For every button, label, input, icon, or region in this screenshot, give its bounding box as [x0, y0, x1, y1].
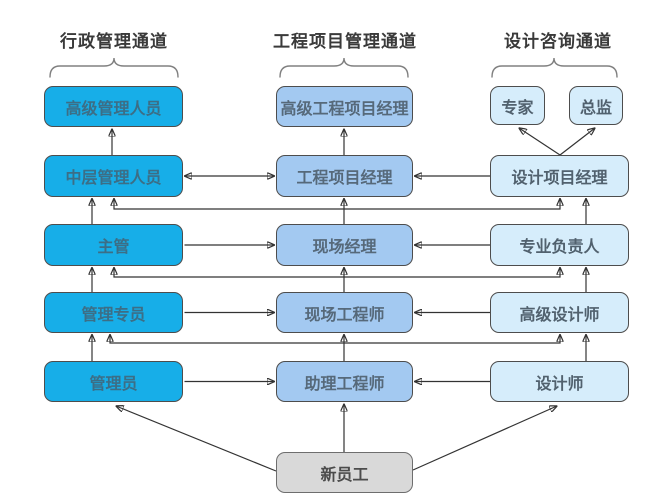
node-director: 总监 [569, 86, 623, 125]
node-middle-management: 中层管理人员 [44, 155, 183, 197]
node-designer: 设计师 [490, 361, 629, 402]
node-senior-management: 高级管理人员 [44, 86, 183, 127]
node-site-manager: 现场经理 [276, 224, 413, 266]
brace-admin [49, 57, 179, 78]
node-senior-designer: 高级设计师 [490, 292, 629, 333]
promotion-arrows [92, 128, 595, 472]
node-expert: 专家 [490, 86, 545, 125]
node-project-manager: 工程项目经理 [276, 155, 413, 197]
node-supervisor: 主管 [44, 224, 183, 266]
brace-project [279, 57, 409, 78]
node-site-engineer: 现场工程师 [276, 292, 413, 333]
channel-header-project: 工程项目管理通道 [273, 32, 417, 51]
channel-braces [49, 57, 618, 78]
brace-design [491, 57, 618, 78]
node-discipline-lead: 专业负责人 [490, 224, 629, 266]
node-design-project-manager: 设计项目经理 [490, 155, 629, 197]
channel-header-admin: 行政管理通道 [60, 32, 168, 51]
node-senior-project-manager: 高级工程项目经理 [276, 86, 413, 127]
node-assistant-engineer: 助理工程师 [276, 361, 413, 402]
node-administrator: 管理员 [44, 361, 183, 402]
channel-header-design: 设计咨询通道 [504, 32, 612, 51]
node-new-employee: 新员工 [276, 452, 413, 493]
node-management-specialist: 管理专员 [44, 292, 183, 333]
